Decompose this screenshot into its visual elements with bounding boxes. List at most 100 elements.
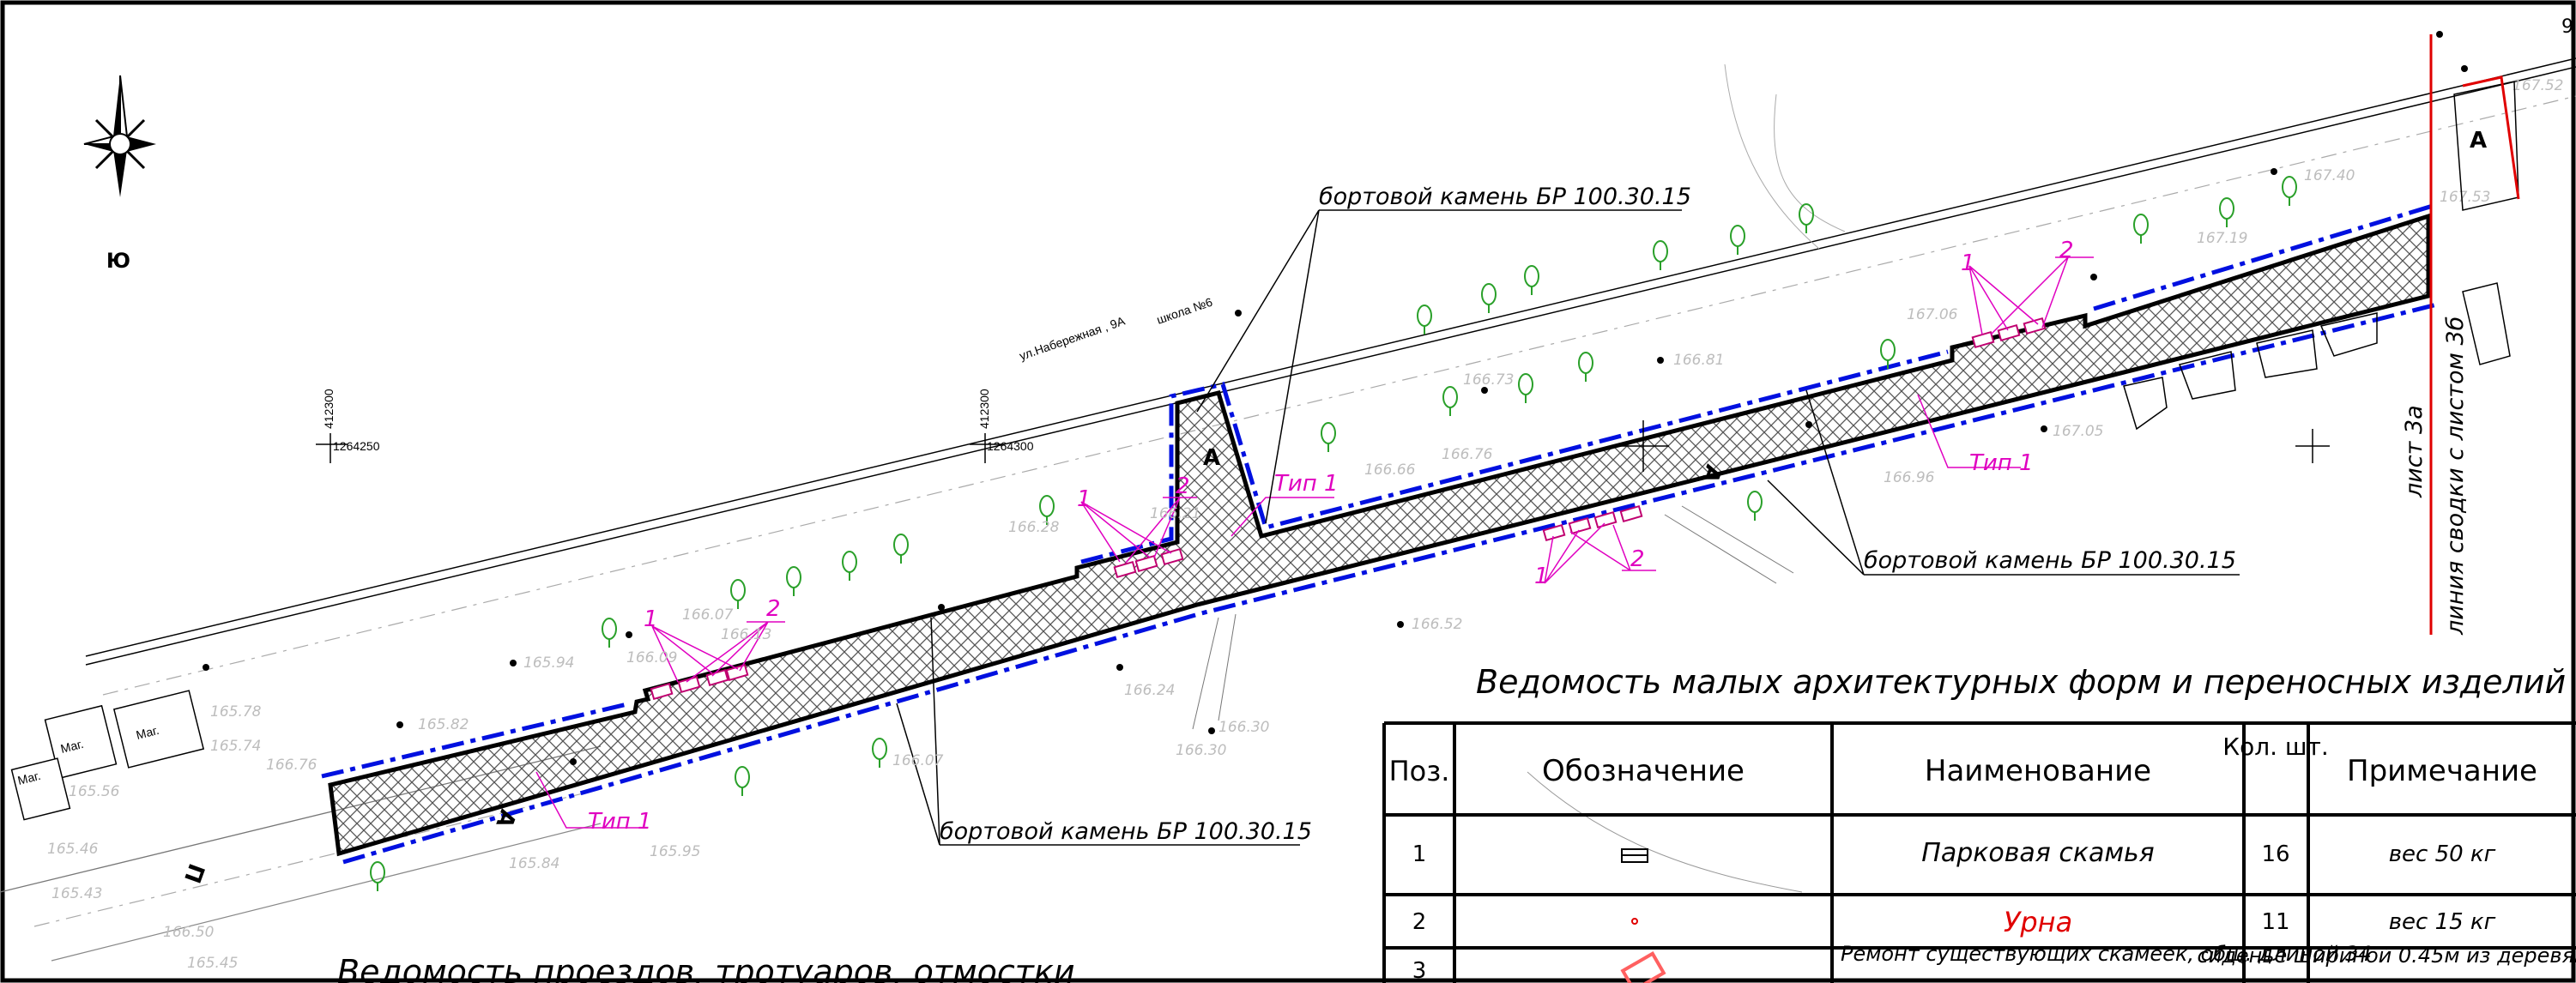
elevation-label: 166.21	[1150, 505, 1200, 522]
bench-group	[650, 317, 2047, 701]
elevation-label: 167.05	[2053, 423, 2103, 440]
elevation-label: 166.73	[1463, 371, 1514, 389]
red-outline	[2462, 75, 2520, 200]
curb-callout-bottom-right: бортовой камень БР 100.30.15	[1864, 547, 2236, 574]
bench-num-1: 1	[644, 606, 658, 632]
boundary-blue-bottom	[342, 302, 2438, 865]
curb-callout-bottom-left: бортовой камень БР 100.30.15	[940, 818, 1312, 845]
curb-leaders	[896, 209, 2240, 846]
bench-icon	[1621, 848, 1648, 863]
section-mark: П	[178, 860, 209, 887]
urn-icon	[1631, 918, 1638, 925]
header-pos: Поз.	[1389, 755, 1450, 787]
bench-num-2: 2	[1176, 473, 1190, 499]
bench-repair-icon	[1620, 951, 1666, 983]
elevation-label: 167.19	[2197, 230, 2247, 247]
elevation-label: 165.84	[509, 855, 559, 872]
bench-num-1: 1	[1077, 486, 1091, 512]
elevation-label: 166.28	[1008, 519, 1060, 536]
shop-buildings	[10, 690, 205, 821]
elevation-label: 165.94	[523, 654, 574, 672]
elevation-label: 165.78	[210, 703, 262, 721]
bench-leaders	[651, 256, 2094, 683]
elevation-label: 165.43	[51, 885, 102, 902]
type-label-middle: Тип 1	[1274, 471, 1339, 497]
row2-qty: 11	[2261, 909, 2289, 935]
bench-num-1: 1	[1961, 250, 1975, 276]
elevation-label: 165.56	[69, 783, 120, 800]
shop-label: Маг.	[59, 737, 85, 756]
elevation-label: 166.96	[1884, 469, 1935, 486]
elevation-label: 166.50	[163, 924, 214, 941]
header-designation: Обозначение	[1542, 754, 1745, 788]
school-label: школа №6	[1155, 295, 1214, 327]
match-line-label: линия сводки с листом 3б	[2442, 317, 2469, 636]
street-address: ул.Набережная , 9А	[1018, 314, 1128, 363]
row2-pos: 2	[1412, 909, 1427, 935]
elevation-label: 166.30	[1176, 742, 1226, 759]
bench-num-1: 1	[1534, 564, 1549, 589]
row2-note: вес 15 кг	[2389, 909, 2496, 935]
survey-points	[203, 31, 2468, 765]
header-note: Примечание	[2347, 754, 2537, 788]
elevation-label: 167.52	[2513, 77, 2563, 94]
compass-label: Ю	[106, 249, 130, 273]
header-qty: Кол. шт.	[2222, 733, 2329, 761]
elevation-label: 166.30	[1218, 719, 1269, 736]
coord-left-horizontal: 1264250	[333, 439, 380, 453]
coord-left-vertical: 412300	[322, 389, 336, 429]
row1-name: Парковая скамья	[1921, 838, 2154, 868]
type-leaders	[535, 394, 2021, 829]
elevation-label: 165.45	[187, 955, 238, 972]
type-label-right: Тип 1	[1969, 450, 2034, 476]
coord-middle-horizontal: 1264300	[987, 439, 1034, 453]
corner-mark: 9	[2561, 16, 2573, 38]
sidewalk-area	[328, 213, 2431, 857]
table-title: Ведомость малых архитектурных форм и пер…	[1476, 663, 2566, 701]
shop-label: Маг.	[135, 723, 160, 742]
type-label-left: Тип 1	[588, 809, 652, 835]
coordinate-cross	[316, 433, 1004, 463]
elevation-label: 166.07	[682, 606, 734, 624]
elevation-label: 166.76	[266, 757, 317, 774]
elevation-label: 165.46	[47, 841, 99, 858]
elevation-label: 166.52	[1412, 616, 1462, 633]
elevation-label: 166.13	[721, 626, 771, 643]
row3-note: сиденье шириной 0.45м из деревян. брусье…	[2198, 944, 2576, 968]
elevation-label: 166.09	[626, 649, 677, 666]
elevation-label: 166.07	[892, 752, 944, 769]
coord-middle-vertical: 412300	[977, 389, 991, 429]
elevation-labels: 165.94 166.07 166.13 166.09 165.78 165.7…	[47, 77, 2563, 972]
curb-callout-top: бортовой камень БР 100.30.15	[1319, 184, 1691, 210]
elevation-label: 165.74	[210, 738, 261, 755]
section-mark: А	[2470, 128, 2487, 154]
bench-numbers: 1 2 1 2 1 2 1 2	[644, 238, 2074, 632]
schedule-table: Ведомость малых архитектурных форм и пер…	[1382, 663, 2576, 983]
elevation-label: 166.66	[1364, 461, 1416, 479]
elevation-label: 166.24	[1124, 682, 1175, 699]
row1-qty: 16	[2261, 841, 2289, 867]
elevation-label: 167.40	[2304, 167, 2355, 184]
row3-pos: 3	[1412, 958, 1427, 983]
section-mark: А	[1203, 445, 1220, 471]
row3-name: Ремонт существующих скамеек, общ. длиной…	[1841, 942, 2372, 966]
elevation-label: 165.95	[650, 843, 700, 860]
road-lines	[0, 57, 2576, 962]
elevation-label: 165.82	[418, 716, 469, 733]
elevation-label: 166.81	[1673, 352, 1724, 369]
boundary-blue-top	[321, 203, 2434, 779]
elevation-label: 167.53	[2440, 189, 2490, 206]
elevation-label: 166.76	[1442, 446, 1493, 463]
bench-num-2: 2	[2059, 238, 2074, 263]
bottom-title: Ведомость проездов, тротуаров, отмостки	[337, 953, 1075, 983]
row2-name: Урна	[2004, 906, 2072, 938]
row1-pos: 1	[1412, 841, 1427, 867]
compass-icon	[83, 75, 156, 197]
elevation-label: 167.06	[1907, 306, 1958, 323]
bench-num-2: 2	[1630, 546, 1645, 572]
bench-num-2: 2	[766, 596, 781, 622]
row1-note: вес 50 кг	[2389, 841, 2496, 867]
